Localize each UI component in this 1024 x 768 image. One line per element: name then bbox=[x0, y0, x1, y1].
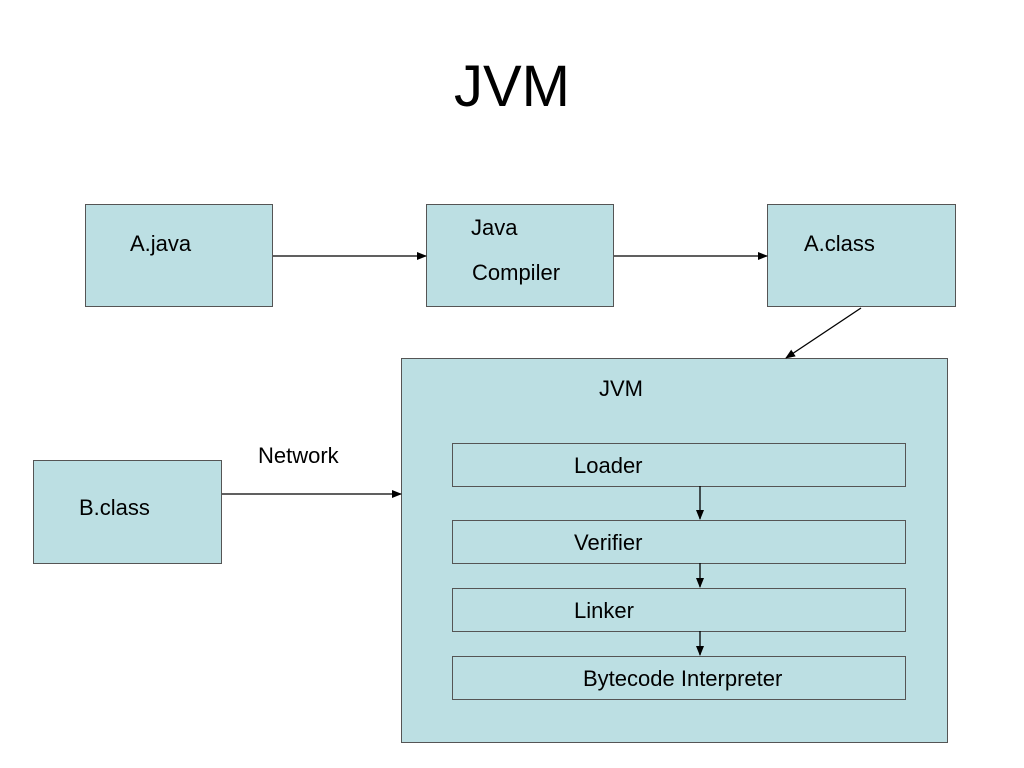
a-java-label: A.java bbox=[130, 231, 192, 256]
a-class-box: A.class bbox=[767, 204, 956, 307]
stage-verifier: Verifier bbox=[452, 520, 906, 564]
stage-bytecode-interpreter-label: Bytecode Interpreter bbox=[583, 666, 783, 691]
stage-loader: Loader bbox=[452, 443, 906, 487]
java-compiler-label-line1: Java bbox=[471, 215, 518, 240]
slide-title: JVM bbox=[454, 54, 570, 119]
stage-linker-label: Linker bbox=[574, 598, 634, 623]
network-label: Network bbox=[258, 443, 339, 468]
b-class-label: B.class bbox=[79, 495, 150, 520]
java-compiler-box: Java Compiler bbox=[426, 204, 614, 307]
a-java-box: A.java bbox=[85, 204, 273, 307]
b-class-box: B.class bbox=[33, 460, 222, 564]
stage-bytecode-interpreter: Bytecode Interpreter bbox=[452, 656, 906, 700]
stage-verifier-label: Verifier bbox=[574, 530, 643, 555]
arrow-a-class-to-jvm bbox=[785, 307, 862, 359]
a-class-label: A.class bbox=[804, 231, 875, 256]
jvm-container-label: JVM bbox=[599, 376, 643, 401]
stage-linker: Linker bbox=[452, 588, 906, 632]
jvm-container: JVM Loader Verifier Linker Bytecode Inte… bbox=[401, 358, 948, 743]
stage-loader-label: Loader bbox=[574, 453, 643, 478]
java-compiler-label-line2: Compiler bbox=[472, 260, 561, 285]
